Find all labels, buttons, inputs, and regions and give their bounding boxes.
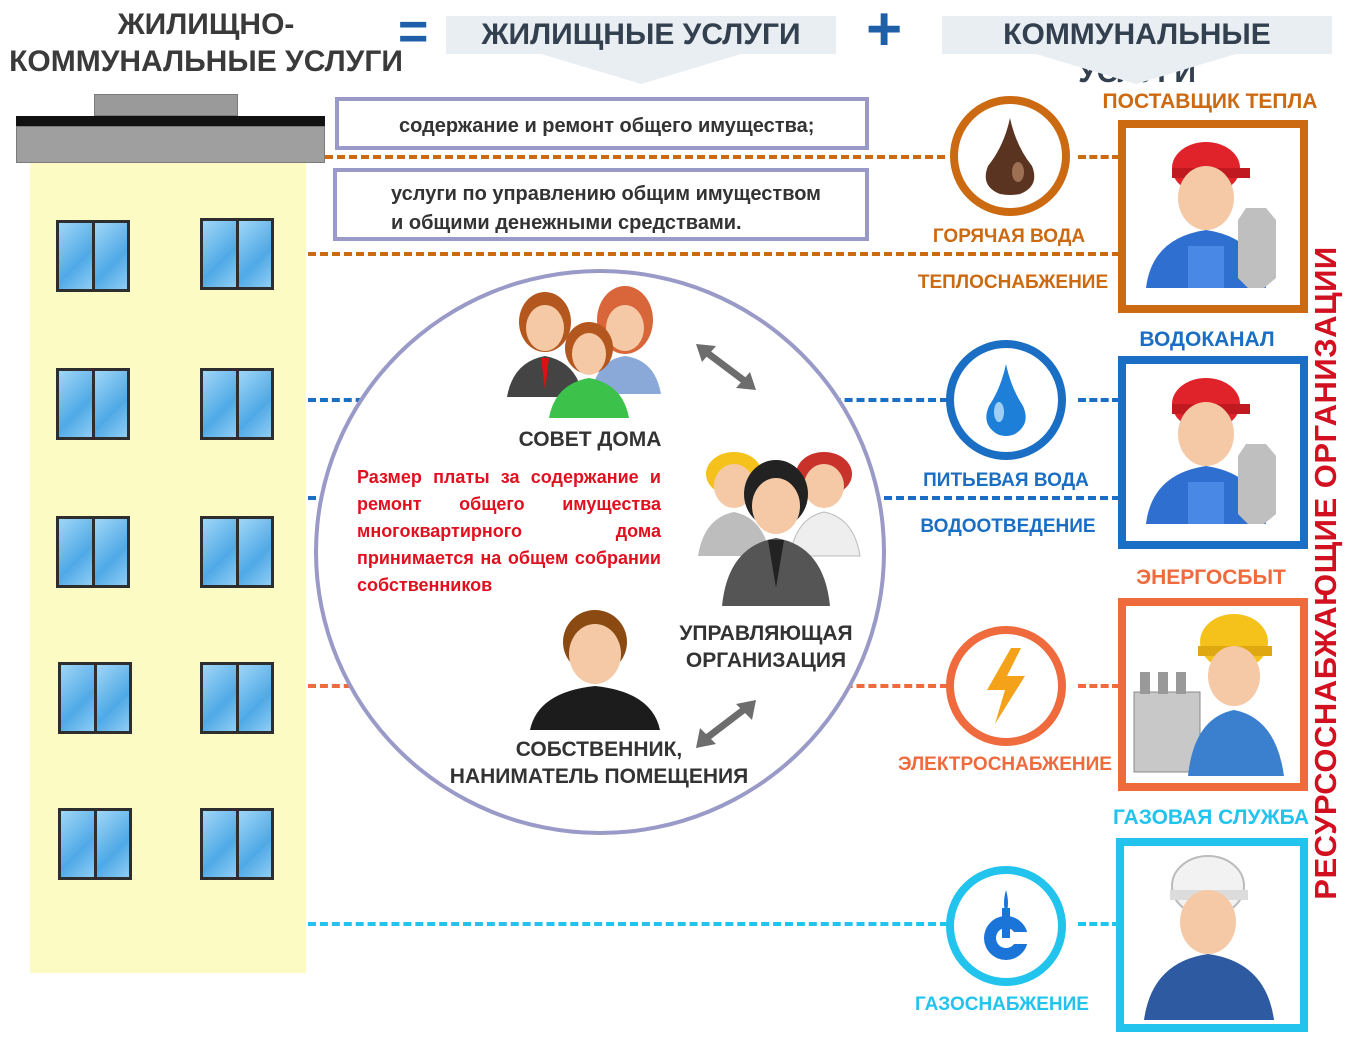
worker-icon bbox=[1146, 378, 1276, 524]
gas-line bbox=[308, 922, 948, 926]
drinking-water-ring bbox=[946, 340, 1066, 460]
people-group-icon bbox=[505, 282, 685, 422]
water-drop-icon bbox=[986, 364, 1026, 436]
heat-line-2 bbox=[308, 252, 1120, 256]
water-utility-label: ВОДОКАНАЛ bbox=[1139, 328, 1275, 351]
heat-supplier-label: ПОСТАВЩИК ТЕПЛА bbox=[1102, 90, 1318, 113]
heat-line-1b bbox=[1078, 155, 1120, 159]
house-council-label: СОВЕТ ДОМА bbox=[518, 428, 662, 451]
building-window bbox=[200, 516, 274, 588]
building-window bbox=[200, 218, 274, 290]
gas-service-label: ГАЗОВАЯ СЛУЖБА bbox=[1112, 806, 1310, 829]
heat-supplier-box bbox=[1118, 120, 1308, 313]
electricity-ring bbox=[946, 626, 1066, 746]
management-org-label: УПРАВЛЯЮЩАЯ ОРГАНИЗАЦИЯ bbox=[679, 622, 853, 672]
electricity-label: ЭЛЕКТРОСНАБЖЕНИЕ bbox=[898, 754, 1112, 775]
building-window bbox=[56, 516, 130, 588]
building-roof-edge bbox=[16, 116, 325, 126]
gas-supply-label: ГАЗОСНАБЖЕНИЕ bbox=[915, 994, 1089, 1015]
owner-icon bbox=[528, 606, 662, 730]
building-window bbox=[200, 368, 274, 440]
housing-services-banner: ЖИЛИЩНЫЕ УСЛУГИ bbox=[446, 16, 836, 54]
plus-sign: + bbox=[866, 0, 903, 64]
energy-supplier-label: ЭНЕРГОСБЫТ bbox=[1136, 566, 1286, 589]
gas-line-b bbox=[1078, 922, 1120, 926]
drinking-water-label: ПИТЬЕВАЯ ВОДА bbox=[923, 470, 1089, 491]
building-window bbox=[58, 662, 132, 734]
energy-supplier-box bbox=[1118, 598, 1308, 791]
worker-icon bbox=[1146, 142, 1276, 288]
building-window bbox=[56, 368, 130, 440]
housing-banner-arrow bbox=[541, 54, 741, 84]
building-roof-chimney bbox=[94, 94, 238, 116]
building-window bbox=[56, 220, 130, 292]
management-service-box: услуги по управлению общим имуществом и … bbox=[333, 168, 869, 241]
maintenance-service-box: содержание и ремонт общего имущества; bbox=[335, 97, 869, 150]
payment-note: Размер платы за содержание и ремонт обще… bbox=[357, 467, 661, 595]
lightning-icon bbox=[987, 648, 1025, 724]
water-utility-box bbox=[1118, 356, 1308, 549]
water-line-1b bbox=[1078, 398, 1120, 402]
gas-supply-ring bbox=[946, 866, 1066, 986]
heating-label: ТЕПЛОСНАБЖЕНИЕ bbox=[917, 272, 1109, 293]
gas-service-box bbox=[1116, 838, 1308, 1032]
oil-drop-icon bbox=[985, 118, 1035, 195]
owner-label: СОБСТВЕННИК, НАНИМАТЕЛЬ ПОМЕЩЕНИЯ bbox=[449, 738, 749, 788]
hot-water-label: ГОРЯЧАЯ ВОДА bbox=[932, 226, 1086, 247]
building-window bbox=[200, 662, 274, 734]
communal-banner-arrow bbox=[1036, 54, 1236, 84]
double-arrow-icon bbox=[694, 342, 758, 392]
equals-sign: = bbox=[398, 3, 429, 61]
heat-line-1 bbox=[325, 155, 945, 159]
double-arrow-icon bbox=[694, 698, 758, 750]
gas-flame-icon bbox=[984, 890, 1028, 960]
power-line-b bbox=[1078, 684, 1120, 688]
building-window bbox=[200, 808, 274, 880]
worker-icon bbox=[1144, 855, 1274, 1020]
hot-water-ring bbox=[950, 96, 1070, 216]
wastewater-label: ВОДООТВЕДЕНИЕ bbox=[920, 516, 1096, 537]
communal-services-banner: КОММУНАЛЬНЫЕ УСЛУГИ bbox=[942, 16, 1332, 89]
building-window bbox=[58, 808, 132, 880]
manager-icon bbox=[698, 438, 884, 608]
page-title: ЖИЛИЩНО- КОММУНАЛЬНЫЕ УСЛУГИ bbox=[9, 8, 403, 78]
worker-icon bbox=[1133, 614, 1284, 776]
building-roof bbox=[16, 126, 325, 163]
resource-orgs-label: РЕСУРСОСНАБЖАЮЩИЕ ОРГАНИЗАЦИИ bbox=[1308, 246, 1343, 900]
